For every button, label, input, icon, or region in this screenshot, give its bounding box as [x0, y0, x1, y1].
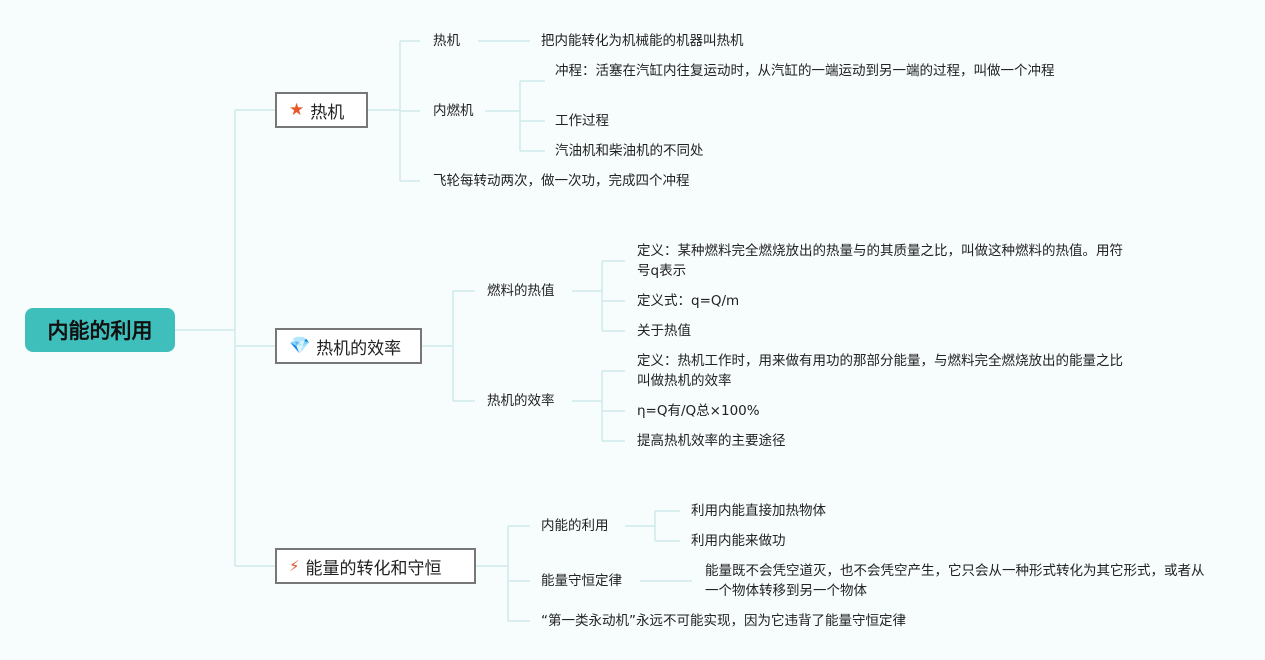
root-topic[interactable]: 内能的利用: [25, 308, 175, 352]
topic-use-internal-energy[interactable]: 内能的利用: [541, 518, 609, 534]
branch-label: 热机: [310, 102, 345, 123]
branch-energy-conservation[interactable]: ⚡ 能量的转化和守恒: [275, 548, 476, 584]
topic-about-heat-value[interactable]: 关于热值: [637, 323, 691, 339]
topic-conservation-statement[interactable]: 能量既不会凭空道灭，也不会凭空产生，它只会从一种形式转化为其它形式，或者从 一个…: [705, 563, 1205, 599]
topic-heat-engine-definition[interactable]: 把内能转化为机械能的机器叫热机: [541, 33, 744, 49]
topic-improve-efficiency[interactable]: 提高热机效率的主要途径: [637, 433, 786, 449]
star-icon: ★: [289, 99, 305, 120]
topic-engine-efficiency[interactable]: 热机的效率: [487, 393, 555, 409]
topic-conservation-law[interactable]: 能量守恒定律: [541, 573, 622, 589]
magic-wand-icon: ⚡: [289, 556, 300, 575]
topic-fuel-heat-value[interactable]: 燃料的热值: [487, 283, 555, 299]
branch-engine-efficiency[interactable]: 💎 热机的效率: [275, 328, 422, 364]
topic-heat-value-formula[interactable]: 定义式：q=Q/m: [637, 293, 740, 309]
topic-gasoline-vs-diesel[interactable]: 汽油机和柴油机的不同处: [555, 143, 704, 159]
topic-direct-heating[interactable]: 利用内能直接加热物体: [691, 503, 826, 519]
gem-icon: 💎: [289, 335, 311, 356]
topic-working-process[interactable]: 工作过程: [555, 113, 609, 129]
branch-label: 热机的效率: [316, 338, 402, 359]
topic-stroke-definition[interactable]: 冲程：活塞在汽缸内往复运动时，从汽缸的一端运动到另一端的过程，叫做一个冲程: [555, 63, 1055, 79]
branch-heat-engine[interactable]: ★ 热机: [275, 92, 368, 128]
topic-flywheel[interactable]: 飞轮每转动两次，做一次功，完成四个冲程: [433, 173, 690, 189]
branch-label: 能量的转化和守恒: [305, 558, 442, 579]
topic-doing-work[interactable]: 利用内能来做功: [691, 533, 786, 549]
topic-efficiency-definition[interactable]: 定义：热机工作时，用来做有用功的那部分能量，与燃料完全燃烧放出的能量之比叫做热机…: [637, 353, 1123, 389]
topic-perpetual-motion[interactable]: “第一类永动机”永远不可能实现，因为它违背了能量守恒定律: [541, 613, 906, 629]
topic-internal-combustion[interactable]: 内燃机: [433, 103, 474, 119]
topic-heat-value-definition[interactable]: 定义：某种燃料完全燃烧放出的热量与的其质量之比，叫做这种燃料的热值。用符号q表示: [637, 243, 1123, 279]
topic-heat-engine[interactable]: 热机: [433, 33, 460, 49]
topic-efficiency-formula[interactable]: η=Q有/Q总×100%: [637, 403, 760, 419]
root-label: 内能的利用: [47, 319, 153, 343]
